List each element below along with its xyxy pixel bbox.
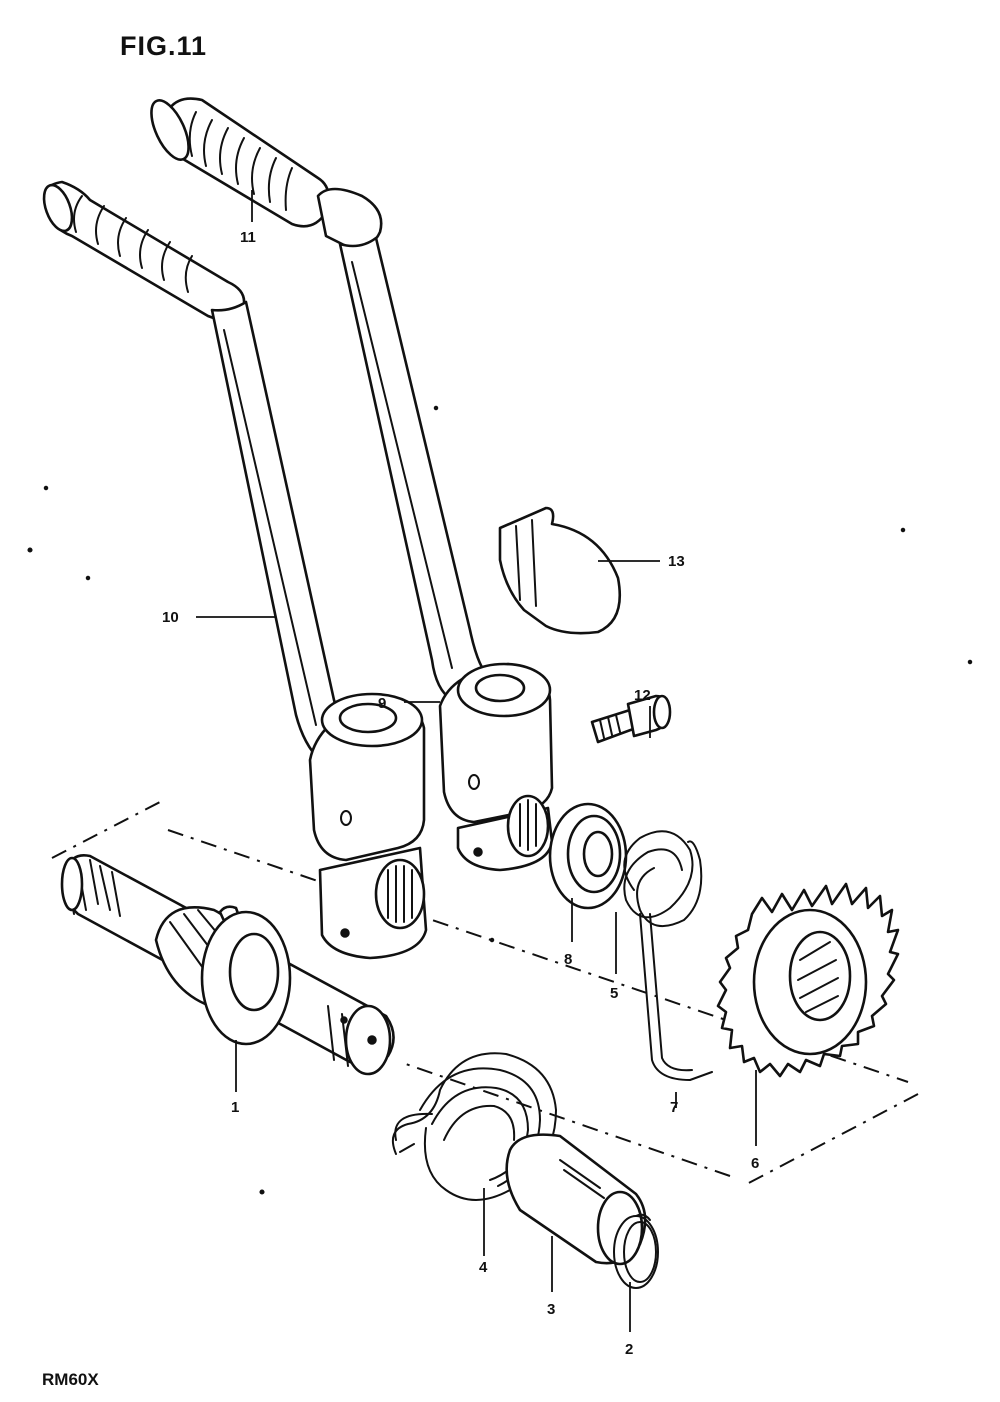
kick-gear bbox=[716, 882, 900, 1078]
callout-13: 13 bbox=[668, 553, 685, 570]
bolt bbox=[590, 694, 672, 744]
kick-shaft bbox=[60, 854, 395, 1076]
callout-2: 2 bbox=[625, 1341, 633, 1358]
return-spring bbox=[623, 830, 713, 1081]
callouts: 11 10 9 13 12 8 5 7 6 1 4 3 2 bbox=[162, 229, 759, 1358]
callout-6: 6 bbox=[751, 1155, 759, 1172]
callout-5: 5 bbox=[610, 985, 618, 1002]
callout-3: 3 bbox=[547, 1301, 555, 1318]
oil-seal bbox=[548, 802, 628, 910]
print-specks bbox=[27, 405, 973, 1195]
callout-12: 12 bbox=[634, 687, 651, 704]
model-code: RM60X bbox=[42, 1370, 99, 1389]
kick-lever-right bbox=[150, 97, 554, 872]
callout-9: 9 bbox=[378, 695, 386, 712]
leader-lines bbox=[196, 190, 757, 1332]
callout-11: 11 bbox=[240, 229, 256, 246]
callout-1: 1 bbox=[231, 1099, 239, 1116]
callout-7: 7 bbox=[670, 1099, 678, 1116]
callout-4: 4 bbox=[479, 1259, 488, 1276]
callout-10: 10 bbox=[162, 609, 179, 626]
lever-cover bbox=[498, 506, 622, 635]
figure-title: FIG.11 bbox=[120, 31, 207, 61]
kick-lever-left bbox=[42, 180, 428, 960]
circlip bbox=[613, 1213, 659, 1289]
callout-8: 8 bbox=[564, 951, 572, 968]
assembly-outline bbox=[51, 801, 919, 1186]
